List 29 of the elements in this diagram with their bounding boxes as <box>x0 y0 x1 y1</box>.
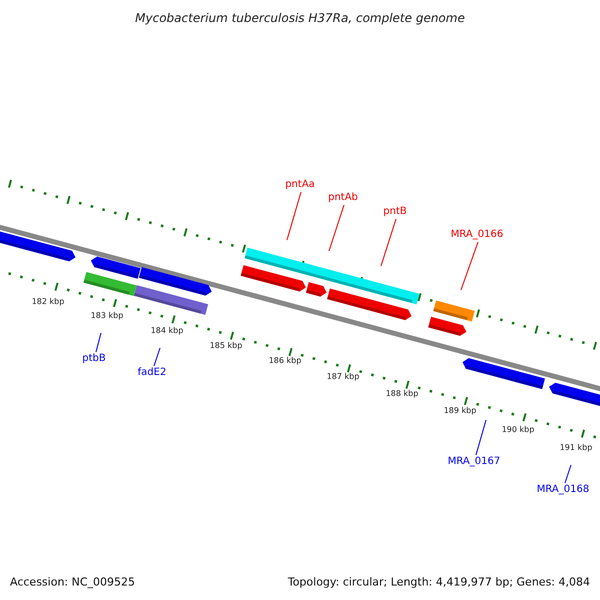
scale-label: 189 kbp <box>444 407 476 415</box>
scale-label: 187 kbp <box>326 373 360 381</box>
scale-label: 184 kbp <box>150 327 184 335</box>
leader-line <box>286 192 302 240</box>
gene-label: MRA_0168 <box>536 485 590 495</box>
gene-label: MRA_0166 <box>450 230 504 240</box>
leader-line <box>328 204 344 252</box>
genome-summary: Topology: circular; Length: 4,419,977 bp; Genes: 4,084 <box>288 576 590 588</box>
title: Mycobacterium tuberculosis H37Ra, complete genome <box>135 12 465 24</box>
leader-line <box>380 218 396 266</box>
scale-label: 188 kbp <box>386 390 418 398</box>
leader-line <box>564 464 572 484</box>
scale-label: 185 kbp <box>210 342 242 350</box>
gene-label: fadE2 <box>138 368 166 378</box>
leader-line <box>154 348 160 366</box>
gene-label: pntAa <box>285 180 315 190</box>
leader-line <box>96 332 102 352</box>
scale-label: 191 kbp <box>560 444 592 452</box>
gene-label: pntAb <box>328 193 358 203</box>
gene-label: MRA_0167 <box>448 457 500 467</box>
scale-label: 183 kbp <box>90 312 124 320</box>
gene-label: ptbB <box>82 354 106 364</box>
leader-line <box>460 242 478 290</box>
scale-label: 190 kbp <box>502 426 534 434</box>
scale-label: 182 kbp <box>32 298 64 306</box>
gene-label: pntB <box>383 207 407 217</box>
accession-text: Accession: NC_009525 <box>10 576 136 588</box>
scale-label: 186 kbp <box>268 357 302 365</box>
leader-line <box>476 420 486 456</box>
